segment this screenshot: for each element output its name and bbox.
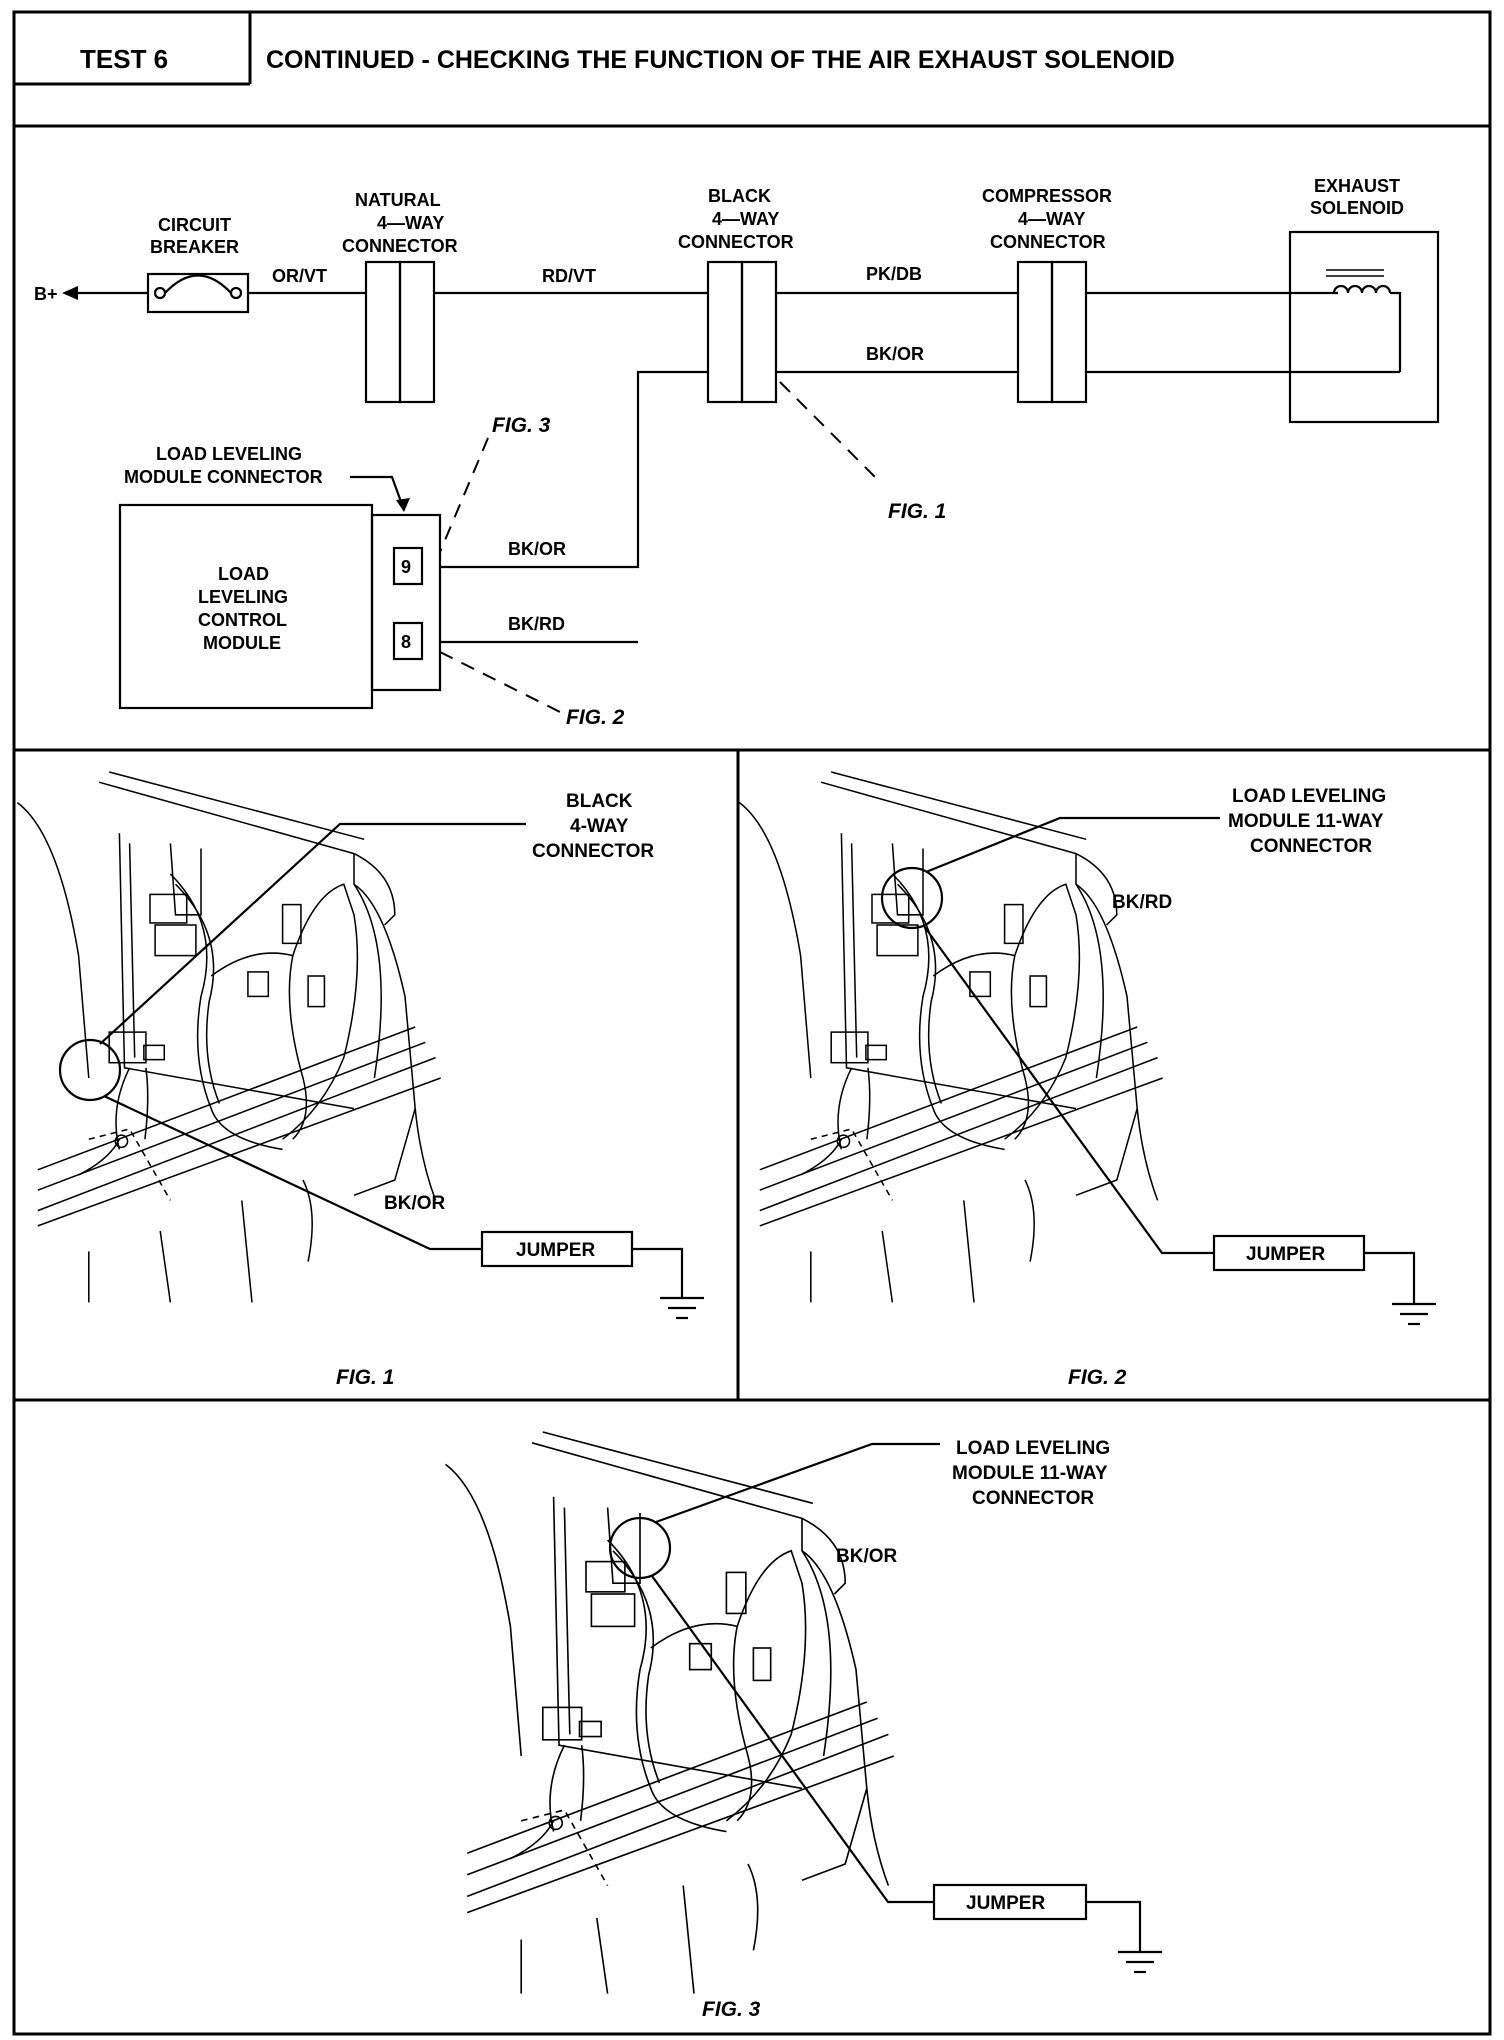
fig2-jumper-lead bbox=[923, 925, 1214, 1255]
fig2-body-illustration bbox=[738, 771, 1164, 1304]
fig-ref-3: FIG. 3 bbox=[492, 414, 551, 437]
module-label-1: LOAD bbox=[218, 564, 269, 584]
fig2-callout-leader bbox=[925, 816, 1220, 874]
module-label-3: CONTROL bbox=[198, 610, 287, 630]
wire-label-or-vt: OR/VT bbox=[272, 266, 327, 286]
page-title: CONTINUED - CHECKING THE FUNCTION OF THE… bbox=[266, 46, 1175, 74]
natural-connector-label-1: NATURAL bbox=[355, 190, 441, 210]
schematic: B+ CIRCUIT BREAKER OR/VT NATURAL 4—WAY C… bbox=[34, 176, 1440, 729]
wire-label-bk-or-top: BK/OR bbox=[866, 344, 924, 364]
fig3-callout-3: CONNECTOR bbox=[972, 1488, 1094, 1509]
fig3-jumper-lead bbox=[651, 1575, 934, 1904]
circuit-breaker-label-2: BREAKER bbox=[150, 237, 239, 257]
module-connector-label-1: LOAD LEVELING bbox=[156, 444, 302, 464]
natural-connector-label-2: 4—WAY bbox=[377, 213, 444, 233]
page-frame bbox=[12, 10, 1492, 2036]
fig1-caption: FIG. 1 bbox=[336, 1366, 394, 1389]
fig1-callout-1: BLACK bbox=[566, 791, 633, 812]
pin-9-label: 9 bbox=[401, 557, 411, 577]
fig1-callout-3: CONNECTOR bbox=[532, 841, 654, 862]
figure-2: LOAD LEVELING MODULE 11-WAY CONNECTOR BK… bbox=[738, 771, 1436, 1389]
wire-bk-or-module bbox=[440, 370, 708, 569]
fig1-connector-circle bbox=[58, 1038, 122, 1102]
wire-label-bk-or-module: BK/OR bbox=[508, 539, 566, 559]
fig3-jumper-label: JUMPER bbox=[966, 1893, 1045, 1914]
fig2-ground-icon bbox=[1392, 1302, 1436, 1326]
circuit-breaker bbox=[146, 272, 250, 314]
fig1-ground-icon bbox=[660, 1296, 704, 1320]
fig3-caption: FIG. 3 bbox=[702, 1998, 761, 2021]
fig1-wire-label: BK/OR bbox=[384, 1193, 446, 1214]
fig1-jumper-lead bbox=[103, 1095, 482, 1251]
black-4-way-connector bbox=[706, 260, 778, 404]
pin-9 bbox=[392, 546, 424, 586]
fig2-caption: FIG. 2 bbox=[1068, 1366, 1127, 1389]
battery-label: B+ bbox=[34, 284, 58, 304]
fig3-ground-icon bbox=[1118, 1950, 1162, 1974]
wire-label-pk-db: PK/DB bbox=[866, 264, 922, 284]
fig-ref-2: FIG. 2 bbox=[566, 706, 625, 729]
fig2-callout-2: MODULE 11-WAY bbox=[1228, 811, 1384, 832]
test-label: TEST 6 bbox=[80, 44, 168, 74]
pin-8 bbox=[392, 621, 424, 661]
circuit-breaker-label-1: CIRCUIT bbox=[158, 215, 231, 235]
natural-4-way-connector bbox=[364, 260, 436, 404]
figure-1: BLACK 4-WAY CONNECTOR BK/OR JUMPER FIG. … bbox=[16, 771, 704, 1389]
figure-3: LOAD LEVELING MODULE 11-WAY CONNECTOR BK… bbox=[444, 1431, 1162, 2021]
solenoid-coil-icon bbox=[1326, 269, 1402, 372]
wire-label-bk-rd: BK/RD bbox=[508, 614, 565, 634]
exhaust-solenoid-label-1: EXHAUST bbox=[1314, 176, 1400, 196]
compressor-connector-label-3: CONNECTOR bbox=[990, 232, 1106, 252]
module-label-2: LEVELING bbox=[198, 587, 288, 607]
fig-ref-1: FIG. 1 bbox=[888, 500, 946, 523]
natural-connector-label-3: CONNECTOR bbox=[342, 236, 458, 256]
pin-8-label: 8 bbox=[401, 632, 411, 652]
compressor-4-way-connector bbox=[1016, 260, 1088, 404]
fig3-wire-label: BK/OR bbox=[836, 1546, 898, 1567]
exhaust-solenoid-label-2: SOLENOID bbox=[1310, 198, 1404, 218]
black-connector-label-3: CONNECTOR bbox=[678, 232, 794, 252]
compressor-connector-label-1: COMPRESSOR bbox=[982, 186, 1112, 206]
fig2-callout-1: LOAD LEVELING bbox=[1232, 786, 1386, 807]
black-connector-label-1: BLACK bbox=[708, 186, 771, 206]
battery-arrow-icon bbox=[62, 286, 78, 300]
fig3-callout-leader bbox=[655, 1442, 940, 1524]
fig2-wire-label: BK/RD bbox=[1112, 892, 1172, 913]
fig2-callout-3: CONNECTOR bbox=[1250, 836, 1372, 857]
module-label-4: MODULE bbox=[203, 633, 281, 653]
fig3-connector-circle bbox=[608, 1516, 672, 1580]
wire-label-rd-vt: RD/VT bbox=[542, 266, 596, 286]
fig1-callout-2: 4-WAY bbox=[570, 816, 629, 837]
module-connector bbox=[370, 513, 442, 692]
module-connector-label-2: MODULE CONNECTOR bbox=[124, 467, 323, 487]
compressor-connector-label-2: 4—WAY bbox=[1018, 209, 1085, 229]
fig3-callout-2: MODULE 11-WAY bbox=[952, 1463, 1108, 1484]
fig1-jumper-label: JUMPER bbox=[516, 1240, 595, 1261]
fig1-callout-leader bbox=[99, 822, 526, 1045]
fig2-jumper-label: JUMPER bbox=[1246, 1244, 1325, 1265]
fig3-callout-1: LOAD LEVELING bbox=[956, 1438, 1110, 1459]
fig1-body-illustration bbox=[16, 771, 442, 1304]
fig2-connector-circle bbox=[880, 866, 944, 930]
exhaust-solenoid-box bbox=[1288, 230, 1440, 424]
black-connector-label-2: 4—WAY bbox=[712, 209, 779, 229]
